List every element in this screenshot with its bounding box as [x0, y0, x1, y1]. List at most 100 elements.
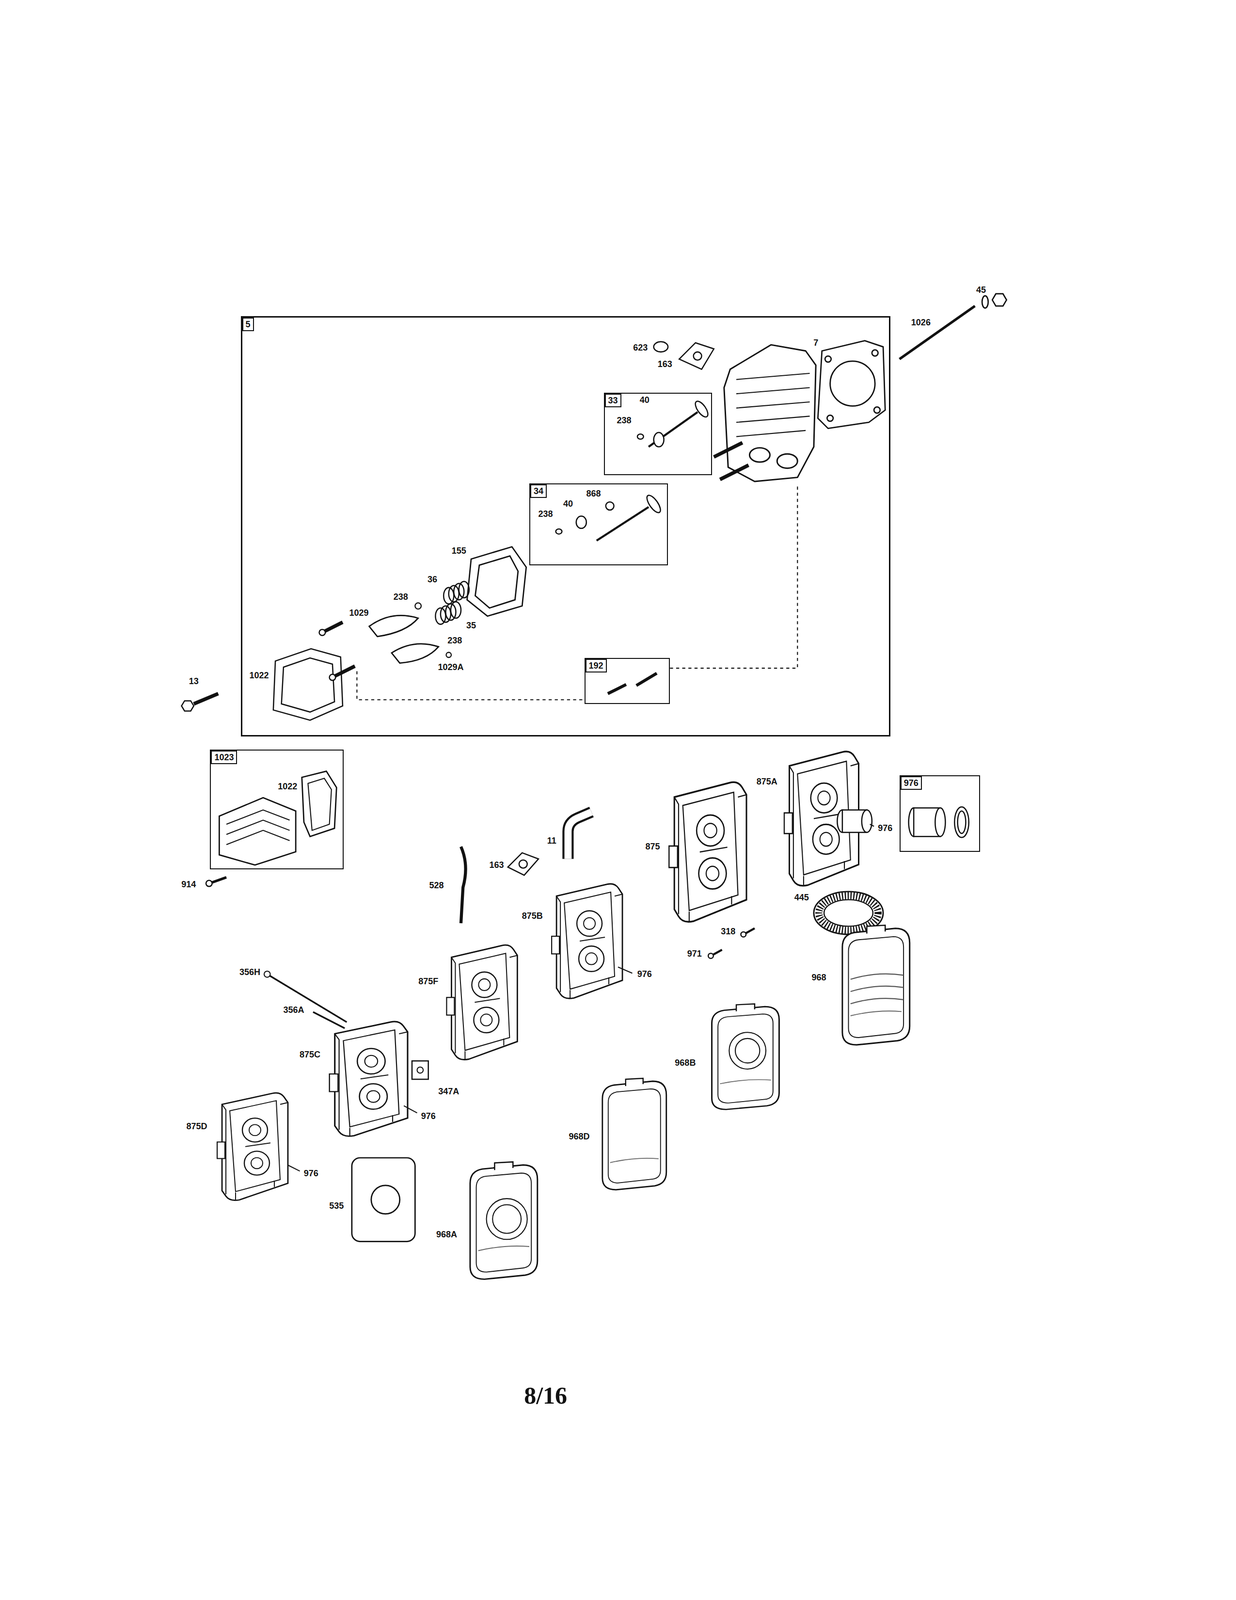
screw: [206, 880, 213, 887]
rocker-stud: [281, 657, 335, 713]
exhaust-valve: [648, 412, 698, 447]
head-gasket: [817, 340, 886, 429]
part-group-box: 976: [899, 775, 981, 852]
intake-valve: [555, 492, 664, 541]
bolt: [181, 693, 219, 712]
group-heading: 34: [530, 484, 547, 498]
part-group-box: 33: [603, 392, 713, 476]
air-cleaner-base: [217, 751, 859, 1201]
callout-number: 356H: [238, 966, 262, 977]
head-bolt: [899, 293, 1007, 360]
callout-number: 875F: [417, 976, 440, 986]
group-heading: 1023: [210, 750, 238, 764]
rocker-cover-gasket: [467, 546, 527, 617]
air-cleaner-base: [446, 944, 518, 1060]
dotted-leader: [356, 670, 585, 700]
rocker-cover: [226, 809, 290, 845]
callout-number: 238: [392, 591, 410, 602]
part-group-box: 1023: [209, 749, 344, 869]
callout-number: 976: [876, 823, 894, 833]
rocker-stud: [332, 665, 355, 678]
choke-assembly: [837, 806, 969, 838]
callout-number: 968: [810, 972, 827, 983]
air-cleaner-cover: [602, 1077, 667, 1190]
choke-assembly: [861, 809, 872, 833]
dotted-leader: [669, 485, 798, 668]
callout-number: 356A: [282, 1004, 305, 1015]
leader-line: [287, 824, 874, 1171]
push-rod-guide: [607, 684, 627, 694]
leader-line: [403, 1105, 417, 1113]
group-number: 976: [900, 776, 922, 790]
choke-wire: [264, 970, 271, 978]
cover-detail: [728, 1031, 766, 1069]
exhaust-valve: [637, 398, 711, 447]
callout-number: 1022: [248, 670, 270, 681]
callout-number: 528: [427, 880, 445, 890]
callout-number: 40: [638, 395, 651, 405]
valve-spring: [450, 601, 461, 618]
head-bolt: [982, 295, 989, 308]
rocker-arm: [369, 615, 439, 663]
intake-valve: [605, 501, 615, 510]
callout-number: 45: [975, 285, 987, 295]
callout-number: 968A: [435, 1229, 459, 1239]
air-cleaner-base: [329, 1021, 408, 1136]
screw: [713, 949, 723, 955]
valve-guide: [719, 464, 749, 479]
callout-number: 36: [426, 574, 439, 585]
gasket: [653, 341, 714, 370]
spring-keeper: [414, 602, 422, 609]
callout-number: 1029: [348, 607, 370, 618]
foam-pre-cleaner: [371, 1185, 400, 1214]
callout-number: 318: [719, 926, 737, 936]
callout-number: 7: [812, 337, 820, 348]
air-cleaner-cover: [842, 924, 910, 1045]
callout-number: 875C: [298, 1049, 322, 1060]
group-number: 1023: [210, 750, 238, 764]
choke-wire: [267, 973, 347, 1022]
intake-valve: [644, 492, 664, 515]
gasket: [693, 351, 702, 361]
air-filter: [818, 895, 878, 931]
callout-number: 155: [450, 545, 468, 556]
air-cleaner-cover: [470, 924, 910, 1279]
bolt: [181, 700, 194, 711]
callout-number: 976: [302, 1168, 320, 1178]
leader-line: [870, 824, 874, 826]
choke-wire: [313, 1011, 345, 1029]
group-heading: 192: [585, 658, 607, 673]
callout-number: 968D: [568, 1131, 591, 1141]
callout-number: 875B: [521, 910, 544, 921]
callout-number: 976: [420, 1110, 437, 1121]
air-cleaner-cover: [470, 1161, 538, 1279]
callout-number: 968B: [673, 1057, 697, 1068]
callout-number: 971: [686, 948, 703, 959]
screw: [708, 952, 714, 959]
callout-number: 238: [537, 508, 555, 519]
cover-detail: [850, 973, 904, 1004]
callout-number: 623: [632, 342, 649, 353]
callout-number: 163: [656, 359, 674, 369]
cylinder-head: [749, 447, 770, 462]
foam-pre-cleaner: [351, 1157, 415, 1242]
callout-number: 238: [446, 635, 463, 646]
cylinder-head: [724, 344, 816, 482]
callout-number: 11: [546, 835, 558, 846]
group-heading: 5: [242, 317, 254, 332]
callout-number: 535: [328, 1200, 345, 1211]
air-cleaner-cover: [712, 1003, 780, 1110]
valve-guide: [713, 442, 749, 480]
cylinder-head: [724, 344, 816, 482]
head-gasket: [830, 361, 876, 407]
air-cleaner-base: [551, 883, 623, 999]
screw: [212, 876, 227, 883]
group-heading: 976: [900, 776, 922, 790]
screw: [206, 876, 227, 887]
air-cleaner-base: [217, 1092, 288, 1201]
callout-number: 163: [488, 859, 506, 870]
bolt: [193, 693, 219, 704]
head-bolt: [992, 293, 1007, 306]
group-number: 33: [604, 393, 622, 408]
callout-number: 976: [636, 968, 653, 979]
